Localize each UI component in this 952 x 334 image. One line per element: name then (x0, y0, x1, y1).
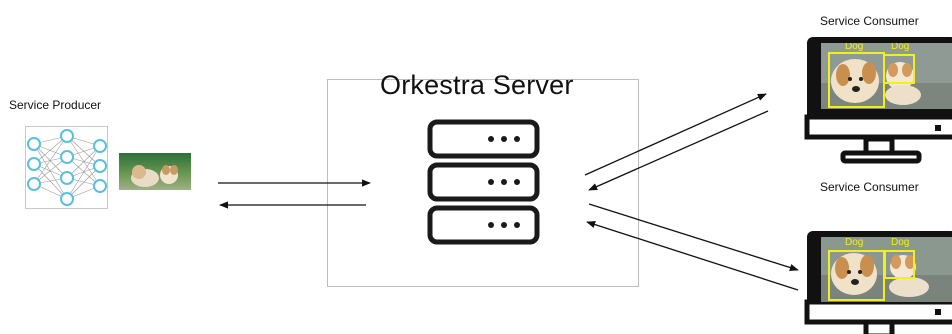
detection-box-3 (828, 250, 885, 301)
nn-edge (66, 145, 101, 179)
nn-edge (66, 156, 101, 187)
arrow-consumer-2-to-server (586, 221, 799, 291)
nn-edge (66, 135, 101, 167)
nn-neuron (60, 192, 74, 206)
arrow-consumer-1-to-server (588, 110, 769, 191)
nn-edge (33, 156, 68, 185)
nn-edge (66, 145, 101, 200)
server-title: Orkestra Server (380, 70, 574, 100)
server-rack-icon (427, 119, 540, 245)
detection-label-1: Dog (845, 43, 864, 52)
nn-edge (33, 143, 68, 200)
nn-neuron (93, 159, 107, 173)
detection-label-4: Dog (891, 237, 910, 248)
producer-label: Service Producer (9, 98, 102, 112)
server-unit-3 (427, 205, 540, 245)
nn-edge (33, 143, 68, 179)
server-status-dots (488, 136, 520, 228)
arrow-server-to-consumer-1 (584, 93, 767, 176)
arrow-server-to-consumer-2 (588, 203, 799, 272)
producer-dog-photo (119, 153, 191, 190)
nn-neuron (27, 157, 41, 171)
server-unit-1 (427, 119, 540, 159)
consumer-2-label: Service Consumer (820, 180, 919, 194)
consumer-1-label: Service Consumer (820, 14, 919, 28)
neural-network-icon (25, 126, 108, 209)
nn-neuron (60, 150, 74, 164)
detection-box-1 (828, 52, 885, 108)
detection-box-4 (884, 250, 915, 279)
detection-label-2: Dog (891, 43, 910, 52)
nn-neuron (93, 179, 107, 193)
nn-edge (66, 135, 101, 187)
nn-neuron (93, 139, 107, 153)
nn-edge (33, 135, 68, 165)
consumer-2-screen-image: Dog Dog (821, 237, 952, 302)
neural-network-graph (27, 129, 107, 206)
detection-box-2 (883, 54, 915, 84)
nn-neuron (27, 177, 41, 191)
nn-neuron (60, 129, 74, 143)
nn-neuron (27, 137, 41, 151)
nn-edge (33, 135, 68, 185)
detection-label-3: Dog (845, 237, 864, 248)
nn-edge (66, 165, 101, 200)
nn-neuron (60, 171, 74, 185)
nn-edge (33, 163, 68, 200)
server-unit-2 (427, 162, 540, 202)
consumer-1-screen-image: Dog Dog (821, 43, 952, 109)
